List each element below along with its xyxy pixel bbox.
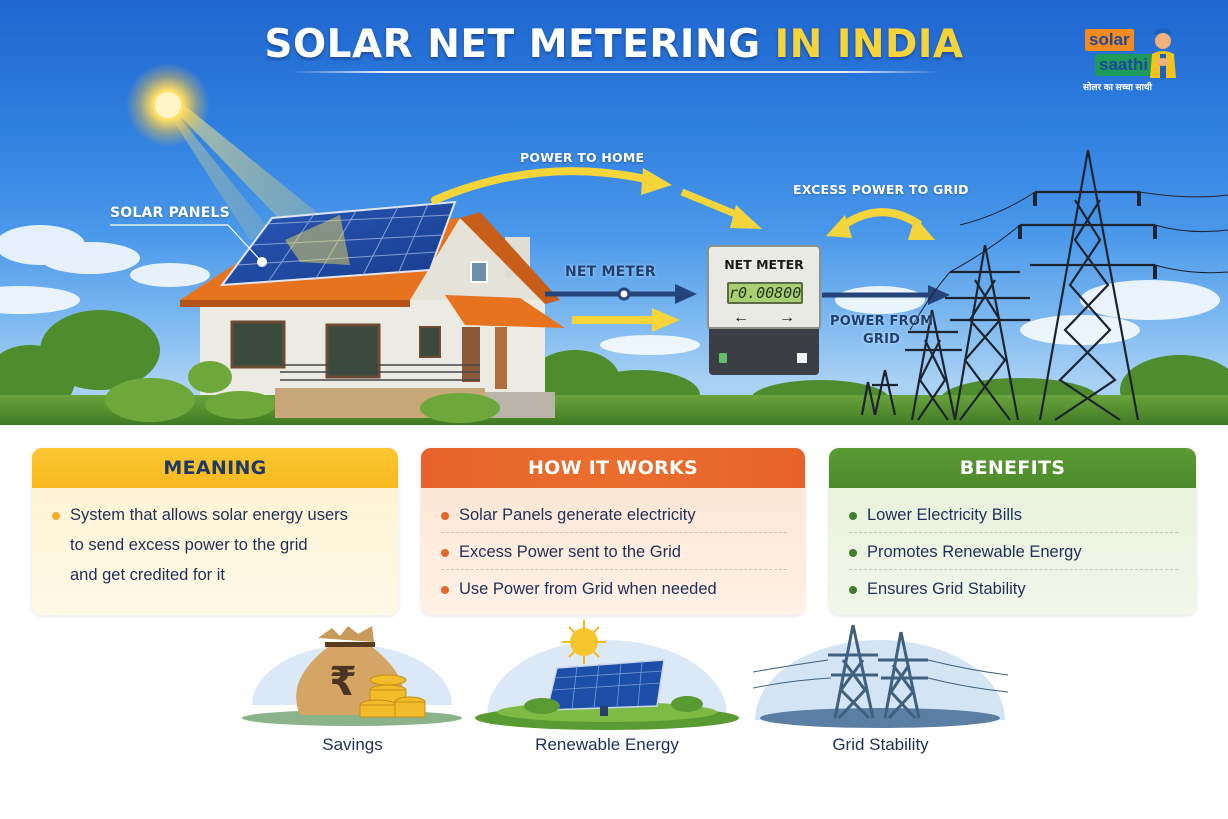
- savings-label: Savings: [322, 735, 383, 754]
- savings-tile: ₹ Savings: [240, 620, 465, 765]
- meaning-card-title: MEANING: [32, 448, 398, 488]
- benefits-card-title: BENEFITS: [829, 448, 1196, 488]
- label-solar-panels: SOLAR PANELS: [110, 205, 230, 221]
- meaning-line-2: to send excess power to the grid: [70, 536, 308, 554]
- label-excess-power-to-grid: EXCESS POWER TO GRID: [793, 182, 969, 197]
- label-power-from-grid-line2: GRID: [863, 332, 901, 347]
- label-power-from-grid-line1: POWER FROM: [830, 314, 934, 329]
- label-net-meter: NET METER: [565, 264, 656, 280]
- meter-face: NET METER r0.00800 ← →: [707, 245, 821, 329]
- meter-led-green: [719, 353, 727, 363]
- left-arrow-icon: ←: [733, 309, 749, 326]
- label-power-to-home: POWER TO HOME: [520, 150, 645, 165]
- solar-saathi-logo: solar saathi सोलर का सच्चा साथी: [1080, 24, 1180, 96]
- meter-led-white: [797, 353, 807, 363]
- label-power-from-grid: POWER FROM GRID: [830, 313, 933, 349]
- logo-word-saathi: saathi: [1095, 54, 1153, 76]
- transmission-towers: [860, 149, 1228, 421]
- hero-illustration: SOLAR NET METERING IN INDIA solar saathi…: [0, 0, 1228, 425]
- list-item: Promotes Renewable Energy: [849, 537, 1178, 570]
- meaning-line-3: and get credited for it: [70, 566, 226, 584]
- list-item: Ensures Grid Stability: [849, 574, 1178, 604]
- list-item: Solar Panels generate electricity: [441, 500, 787, 533]
- solar-scene-illustration: [0, 63, 1228, 425]
- meter-title: NET METER: [724, 257, 804, 272]
- logo-word-solar: solar: [1085, 29, 1134, 51]
- logo-tagline: सोलर का सच्चा साथी: [1083, 82, 1152, 92]
- house-icon: [180, 200, 565, 418]
- solar-panel-icon: [472, 620, 742, 790]
- title-main: SOLAR NET METERING: [264, 22, 761, 67]
- svg-text:₹: ₹: [329, 659, 357, 705]
- how-it-works-card: HOW IT WORKS Solar Panels generate elect…: [421, 448, 805, 615]
- meaning-card: MEANING System that allows solar energy …: [32, 448, 398, 615]
- list-item: Excess Power sent to the Grid: [441, 537, 787, 570]
- benefits-card: BENEFITS Lower Electricity Bills Promote…: [829, 448, 1196, 615]
- page-title: SOLAR NET METERING IN INDIA: [0, 22, 1228, 67]
- net-meter-device: NET METER r0.00800 ← →: [707, 245, 821, 375]
- title-highlight: IN INDIA: [774, 22, 964, 67]
- meter-display: r0.00800: [727, 282, 803, 304]
- meaning-text: System that allows solar energy users: [52, 500, 380, 530]
- how-it-works-card-title: HOW IT WORKS: [421, 448, 805, 488]
- money-bag-icon: ₹: [240, 626, 465, 765]
- transmission-tower-icon: [752, 624, 1009, 800]
- list-item: Lower Electricity Bills: [849, 500, 1178, 533]
- meaning-line-1: System that allows solar energy users: [70, 506, 348, 524]
- list-item: Use Power from Grid when needed: [441, 574, 787, 604]
- right-arrow-icon: →: [779, 309, 795, 326]
- renewable-energy-label: Renewable Energy: [535, 735, 679, 754]
- meter-base: [709, 329, 819, 375]
- grid-stability-label: Grid Stability: [832, 735, 929, 754]
- renewable-energy-tile: Renewable Energy: [472, 620, 742, 790]
- meaning-continuation: to send excess power to the grid and get…: [52, 530, 380, 590]
- title-underline: [290, 71, 940, 73]
- mascot-icon: [1150, 28, 1176, 78]
- grid-stability-tile: Grid Stability: [752, 620, 1009, 800]
